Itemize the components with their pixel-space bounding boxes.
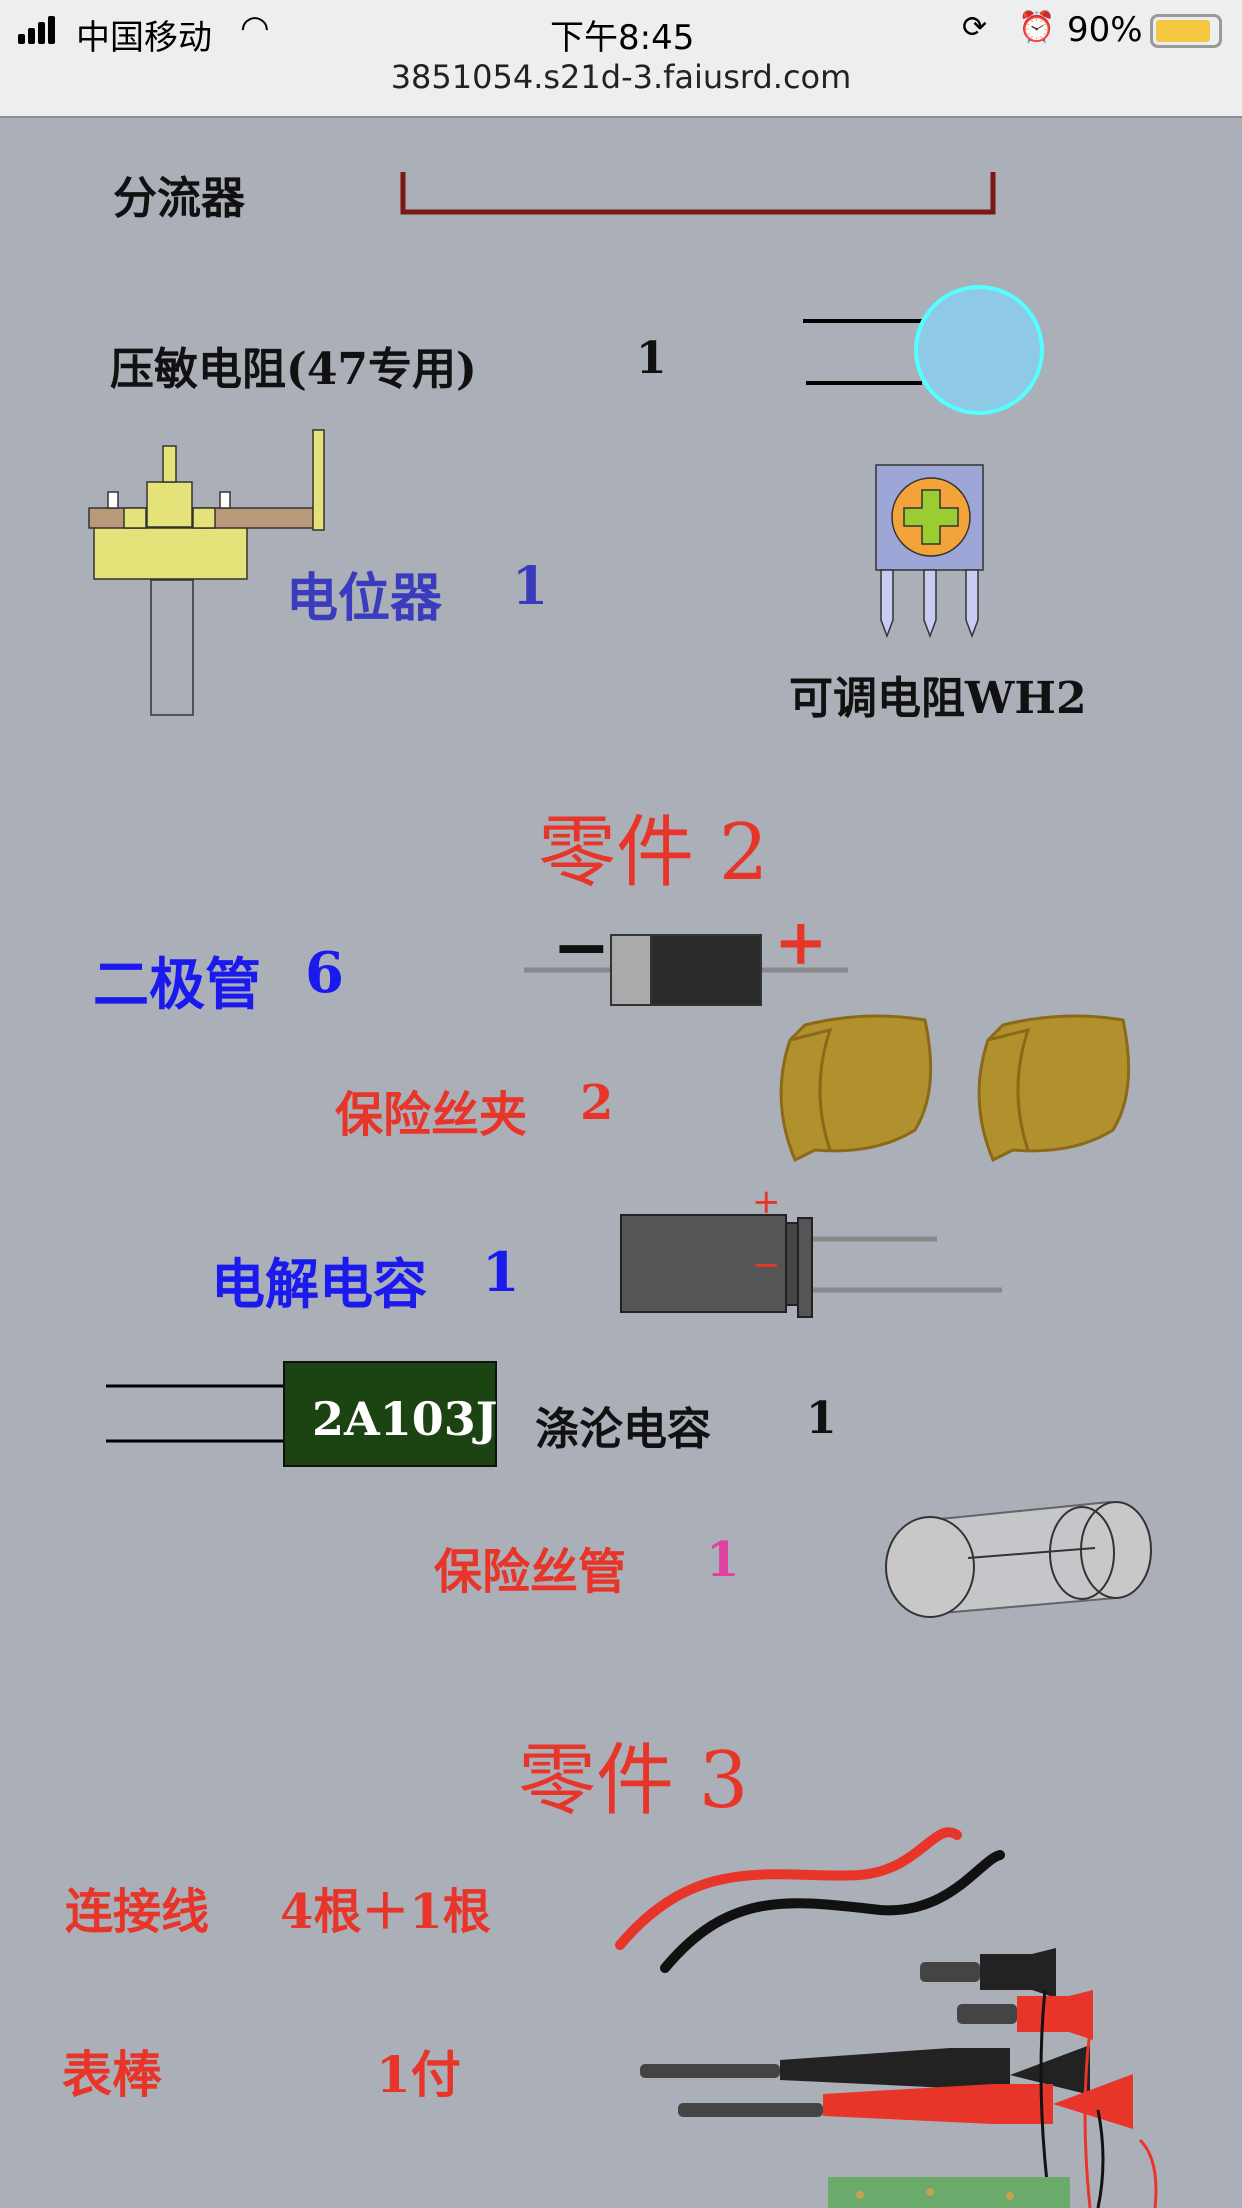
electrolytic-capacitor-drawing (620, 1214, 1002, 1318)
alarm-icon: ⏰ (1018, 10, 1056, 45)
capacitor-plus-mark: + (752, 1182, 781, 1222)
trimmer-label: 可调电阻WH2 (789, 673, 1087, 724)
probes-qty: 1付 (376, 2045, 461, 2104)
shunt-drawing (400, 172, 996, 215)
diode-qty: 6 (305, 940, 344, 1006)
wires-qty: 4根＋1根 (280, 1884, 491, 1940)
wires-label: 连接线 (65, 1884, 210, 1940)
varistor-qty: 1 (636, 333, 667, 384)
capacitor-minus-mark: − (752, 1245, 781, 1285)
potentiometer-label: 电位器 (286, 568, 443, 629)
diode-drawing (524, 934, 848, 1006)
trimmer-drawing (875, 464, 984, 639)
film-capacitor-drawing (106, 1361, 497, 1467)
signal-icon (18, 16, 68, 50)
section-2-heading: 零件 2 (538, 808, 769, 898)
fuse-clip-drawing (779, 1014, 1131, 1163)
varistor-label: 压敏电阻(47专用) (110, 344, 477, 395)
diode-minus-mark: − (552, 905, 611, 988)
url-bar[interactable]: 3851054.s21d-3.faiusrd.com (390, 58, 852, 96)
diode-label: 二极管 (93, 952, 261, 1018)
fuse-tube-drawing (885, 1500, 1152, 1618)
wifi-icon: ◠ (240, 8, 270, 48)
fuse-tube-qty: 1 (706, 1532, 740, 1588)
diode-plus-mark: + (774, 905, 828, 980)
probes-drawing (640, 1948, 1158, 2208)
battery-icon (1150, 14, 1222, 48)
clock: 下午8:45 (550, 18, 695, 58)
shunt-label: 分流器 (113, 173, 245, 224)
potentiometer-drawing (88, 429, 325, 716)
status-bar: 中国移动 ◠ 下午8:45 ⟳ ⏰ 90% 3851054.s21d-3.fai… (0, 0, 1242, 118)
fuse-tube-label: 保险丝管 (434, 1544, 627, 1600)
wires-drawing (615, 1827, 1005, 1973)
varistor-drawing (803, 285, 1044, 415)
rotation-lock-icon: ⟳ (962, 10, 988, 45)
electrolytic-label: 电解电容 (211, 1252, 427, 1316)
pcb-drawing (828, 2177, 1070, 2208)
probes-label: 表棒 (62, 2045, 162, 2104)
film-cap-label: 涤沦电容 (535, 1404, 711, 1455)
film-cap-marking: 2A103J (312, 1392, 498, 1446)
potentiometer-qty: 1 (512, 556, 549, 617)
carrier: 中国移动 (76, 18, 212, 58)
fuse-clip-qty: 2 (580, 1075, 614, 1131)
film-cap-qty: 1 (806, 1393, 837, 1444)
battery-percent: 90% (1067, 10, 1143, 50)
electrolytic-qty: 1 (482, 1240, 520, 1304)
section-3-heading: 零件 3 (518, 1736, 749, 1826)
fuse-clip-label: 保险丝夹 (335, 1087, 528, 1143)
